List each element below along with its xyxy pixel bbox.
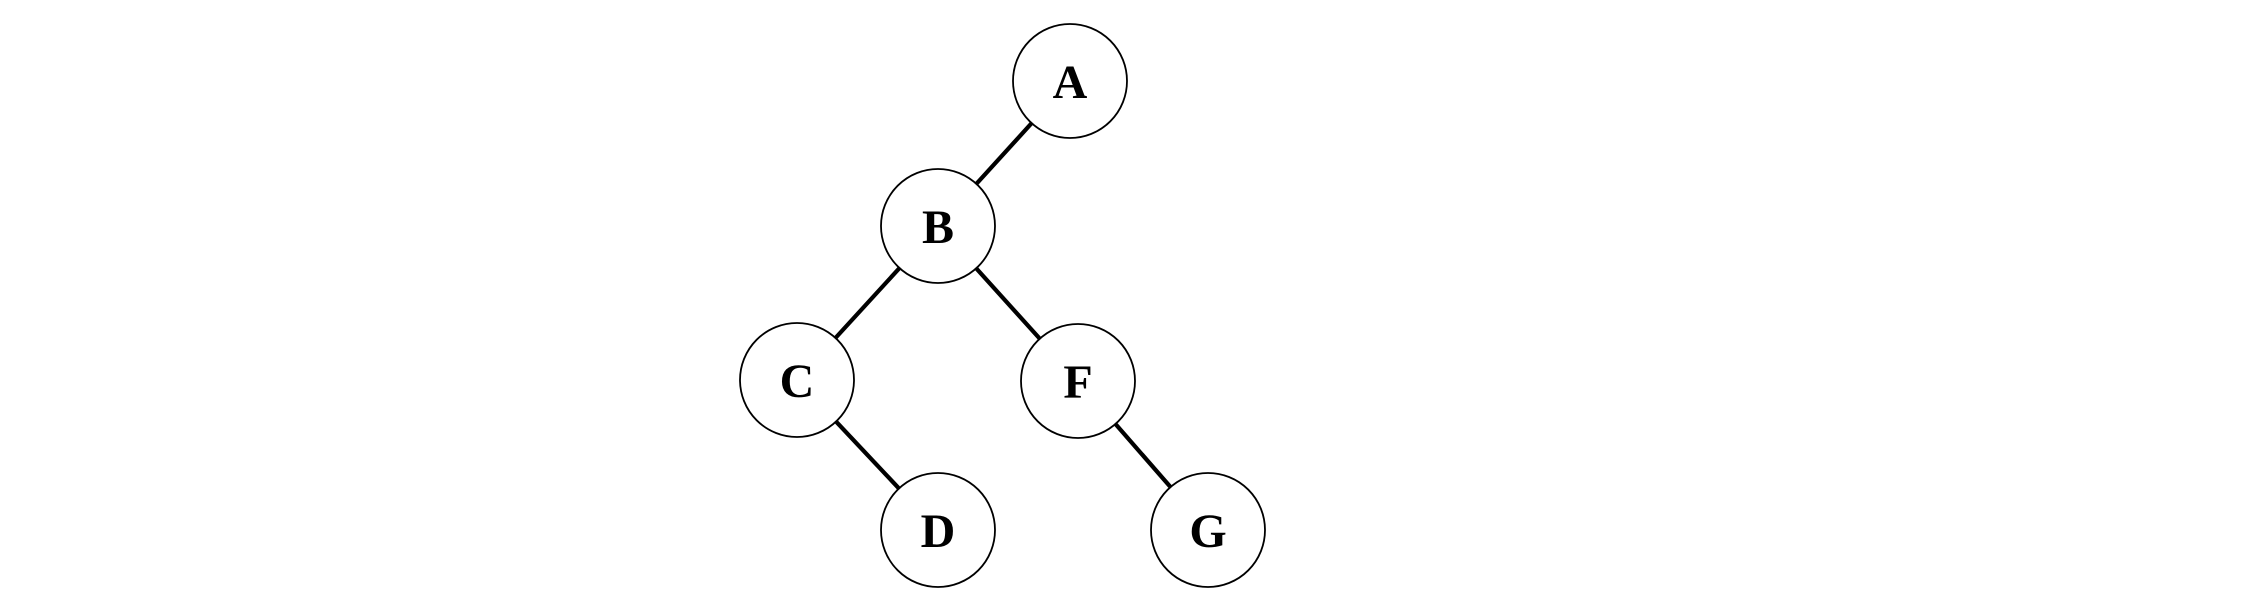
node-A: A [1012,23,1128,139]
node-label-D: D [921,505,956,558]
node-label-B: B [922,201,954,254]
node-label-G: G [1189,505,1226,558]
node-circle-D [880,472,996,588]
node-label-C: C [780,355,815,408]
node-G: G [1150,472,1266,588]
node-circle-G [1150,472,1266,588]
node-circle-F [1020,323,1136,439]
node-C: C [739,322,855,438]
node-D: D [880,472,996,588]
node-B: B [880,168,996,284]
node-label-A: A [1053,56,1088,109]
node-F: F [1020,323,1136,439]
node-label-F: F [1063,356,1092,409]
node-circle-A [1012,23,1128,139]
node-circle-B [880,168,996,284]
node-circle-C [739,322,855,438]
